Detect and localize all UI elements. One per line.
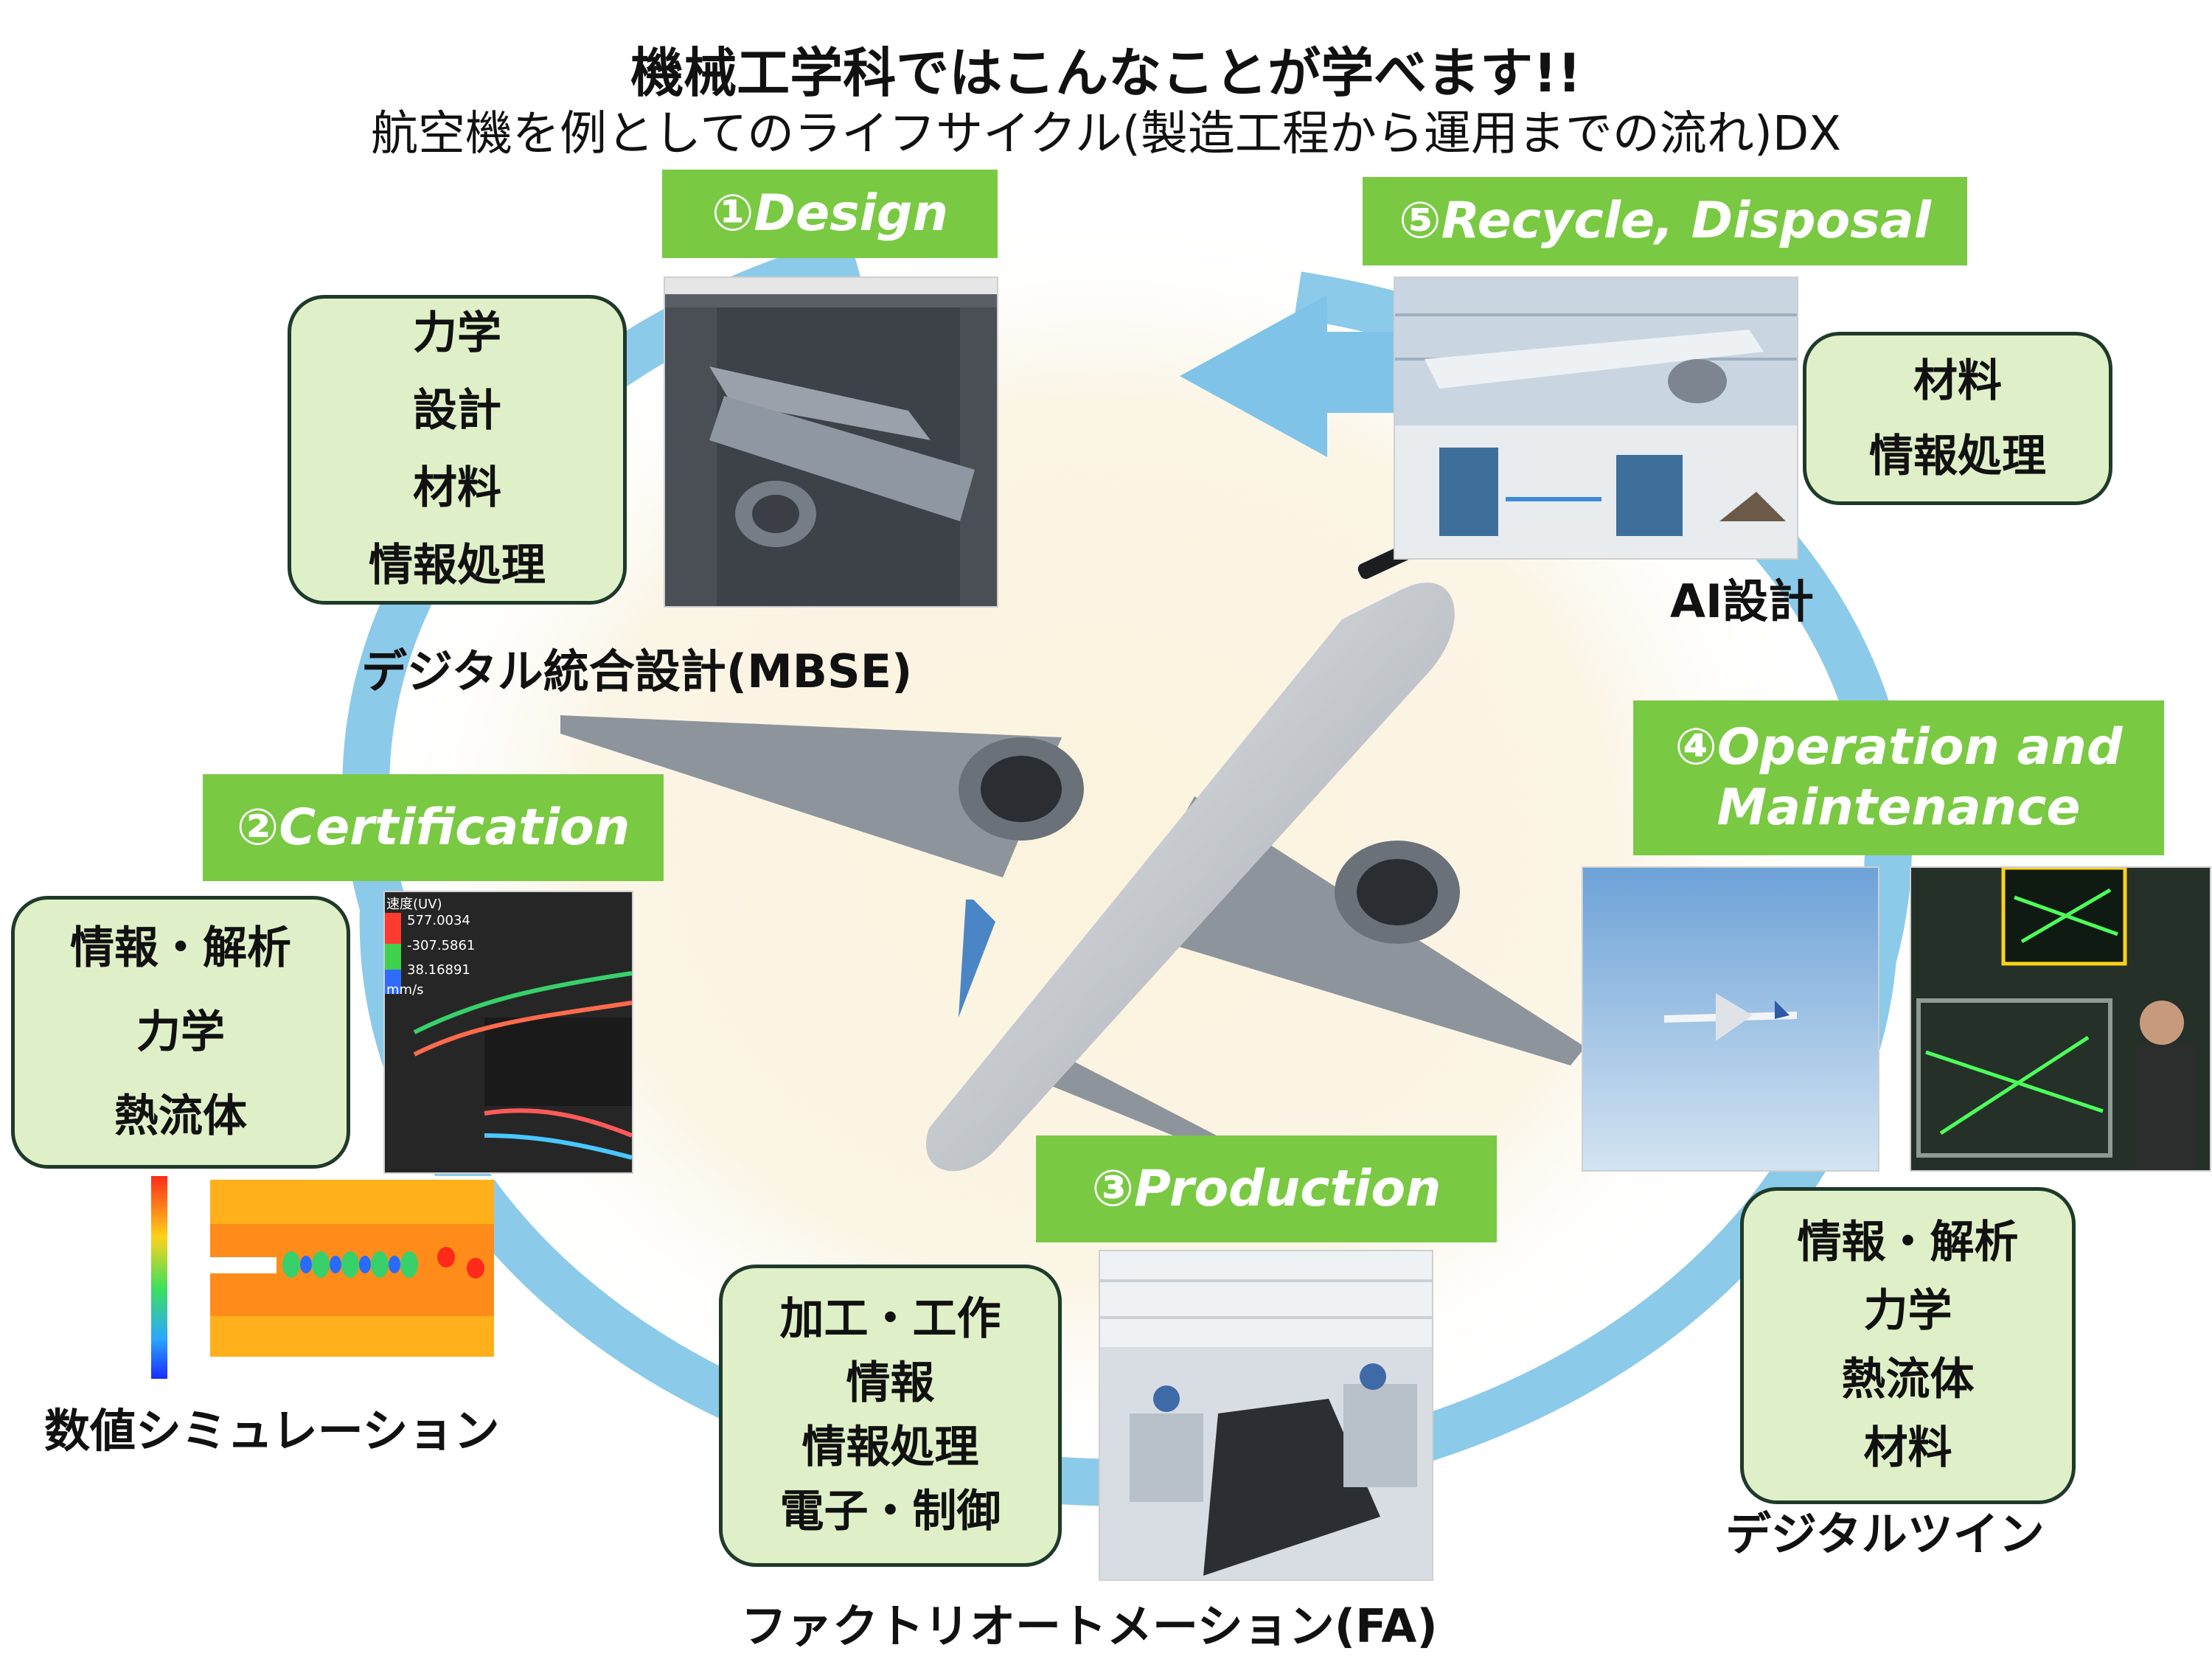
skills-design-box: 力学 設計 材料 情報処理 [288, 295, 627, 605]
caption-operation: デジタルツイン [1725, 1507, 2045, 1561]
skill-item: 設計 [413, 385, 501, 437]
skill-item: 熱流体 [114, 1091, 247, 1142]
skill-item: 力学 [136, 1006, 225, 1058]
skill-item: 材料 [1913, 355, 2002, 407]
stage-operation-label: ④Operation and Maintenance [1633, 700, 2164, 855]
skill-item: 材料 [1863, 1422, 1952, 1474]
skill-item: 材料 [413, 462, 501, 514]
stage-design-label: ①Design [662, 170, 998, 258]
stage-recycle-label: ⑤Recycle, Disposal [1363, 177, 1967, 265]
skill-item: 加工・工作 [779, 1293, 1001, 1345]
skill-item: 情報・解析 [70, 922, 291, 974]
cycle-arrowhead [1180, 295, 1327, 457]
cad-software-screenshot [664, 276, 998, 608]
skill-item: 力学 [413, 307, 501, 359]
skill-item: 熱流体 [1841, 1354, 1975, 1405]
skill-item: 電子・制御 [779, 1486, 1001, 1537]
skills-production-box: 加工・工作 情報 情報処理 電子・制御 [719, 1265, 1062, 1567]
factory-automation-photo [1099, 1250, 1433, 1581]
aircraft-recycling-illustration [1394, 276, 1798, 560]
legend-min: 38.16891 [407, 962, 470, 978]
airplane-illustration [560, 543, 1585, 1172]
stage-production-label: ③Production [1036, 1135, 1497, 1242]
caption-certification: 数値シミュレーション [44, 1404, 500, 1458]
cfd-contour-image [151, 1176, 494, 1382]
legend-label: 速度(UV) [386, 897, 442, 912]
caption-production: ファクトリオートメーション(FA) [741, 1599, 1438, 1653]
stage-certification-label: ②Certification [203, 774, 664, 881]
page-subtitle: 航空機を例としてのライフサイクル(製造工程から運用までの流れ)DX [371, 107, 1841, 161]
caption-design: デジタル統合設計(MBSE) [361, 644, 913, 698]
skill-item: 力学 [1863, 1285, 1952, 1337]
legend-mid: -307.5861 [407, 938, 476, 953]
skills-operation-box: 情報・解析 力学 熱流体 材料 [1740, 1187, 2076, 1504]
skill-item: 情報・解析 [1797, 1217, 2019, 1268]
page-title: 機械工学科ではこんなことが学べます!! [630, 42, 1582, 104]
skills-recycle-box: 材料 情報処理 [1803, 332, 2112, 505]
skill-item: 情報処理 [1869, 430, 2046, 482]
laser-lab-photo [1910, 866, 2211, 1172]
skills-certification-box: 情報・解析 力学 熱流体 [11, 896, 350, 1169]
skill-item: 情報処理 [801, 1422, 979, 1473]
legend-max: 577.0034 [407, 913, 470, 928]
legend-unit: mm/s [386, 982, 424, 998]
flow-velocity-simulation-image: 速度(UV) 577.0034 -307.5861 38.16891 mm/s [383, 891, 633, 1174]
skill-item: 情報処理 [369, 540, 546, 591]
caption-recycle: AI設計 [1670, 574, 1815, 628]
airplane-in-sky-photo [1582, 866, 1879, 1172]
skill-item: 情報 [846, 1357, 935, 1409]
